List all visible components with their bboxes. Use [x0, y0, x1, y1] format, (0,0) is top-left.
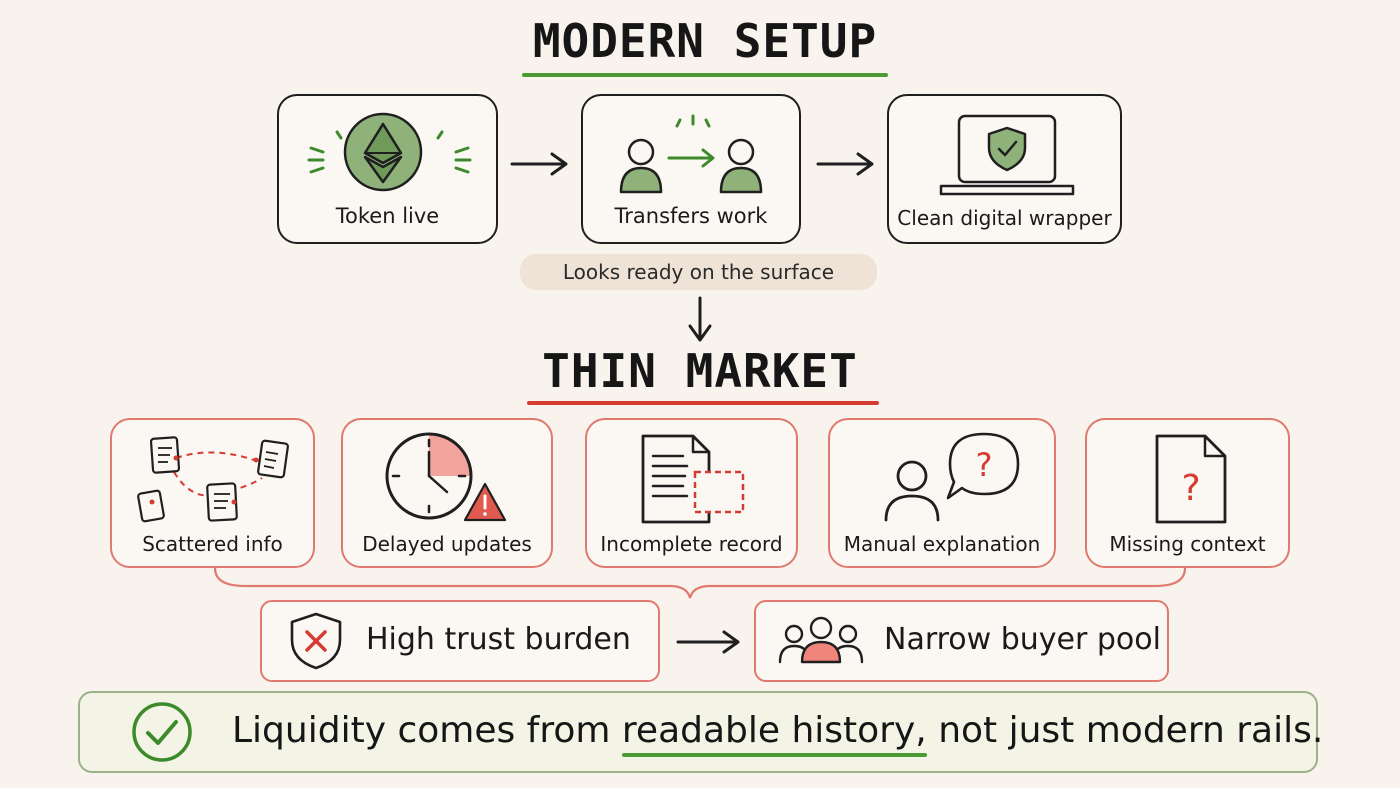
transfers-work-card: Transfers work	[581, 94, 801, 244]
conclusion-highlight: readable history,	[621, 710, 927, 757]
conclusion-text-after: not just modern rails.	[926, 710, 1324, 751]
incomplete-document-icon	[641, 434, 745, 524]
ethereum-icon	[307, 112, 472, 192]
conclusion-text-before: Liquidity comes from	[232, 710, 622, 751]
token-live-card: Token live	[277, 94, 498, 244]
arrow-right-icon	[510, 152, 568, 176]
arrow-right-icon	[676, 630, 740, 654]
clean-wrapper-label: Clean digital wrapper	[897, 206, 1112, 230]
manual-explanation-label: Manual explanation	[843, 532, 1041, 556]
scattered-documents-icon	[137, 436, 289, 523]
token-live-label: Token live	[335, 204, 440, 228]
missing-context-label: Missing context	[1109, 532, 1266, 556]
delayed-updates-card: Delayed updates	[341, 418, 553, 568]
arrow-right-icon	[816, 152, 874, 176]
arrow-down-icon	[688, 296, 712, 342]
clean-wrapper-card: Clean digital wrapper	[887, 94, 1122, 244]
missing-document-icon: ?	[1155, 434, 1227, 524]
delayed-updates-label: Delayed updates	[362, 532, 532, 556]
narrow-buyer-pool-label: Narrow buyer pool	[884, 622, 1161, 657]
conclusion-text: Liquidity comes from readable history, n…	[232, 710, 1324, 757]
high-trust-burden-box	[260, 600, 660, 682]
scattered-info-label: Scattered info	[142, 532, 283, 556]
person-question-icon: ?	[884, 432, 1020, 522]
manual-explanation-card: ? Manual explanation	[828, 418, 1056, 568]
transfers-work-label: Transfers work	[614, 204, 768, 228]
svg-text:?: ?	[976, 446, 993, 484]
incomplete-record-card: Incomplete record	[585, 418, 798, 568]
surface-tag: Looks ready on the surface	[520, 254, 877, 290]
svg-text:?: ?	[1181, 468, 1200, 509]
incomplete-record-label: Incomplete record	[600, 532, 783, 556]
thin-market-title: THIN MARKET	[542, 344, 858, 398]
scattered-info-card: Scattered info	[110, 418, 315, 568]
laptop-shield-icon	[939, 114, 1075, 196]
brace-connector	[213, 566, 1187, 599]
group-people-icon	[778, 616, 864, 664]
thin-market-underline	[527, 401, 879, 405]
conclusion-box	[78, 691, 1318, 773]
high-trust-burden-label: High trust burden	[366, 622, 631, 657]
modern-setup-title: MODERN SETUP	[532, 14, 878, 68]
clock-warning-icon	[385, 432, 507, 522]
modern-setup-underline	[522, 73, 888, 77]
shield-x-icon	[290, 612, 342, 670]
transfer-people-icon	[619, 114, 763, 194]
missing-context-card: ? Missing context	[1085, 418, 1290, 568]
check-circle-icon	[132, 702, 192, 762]
